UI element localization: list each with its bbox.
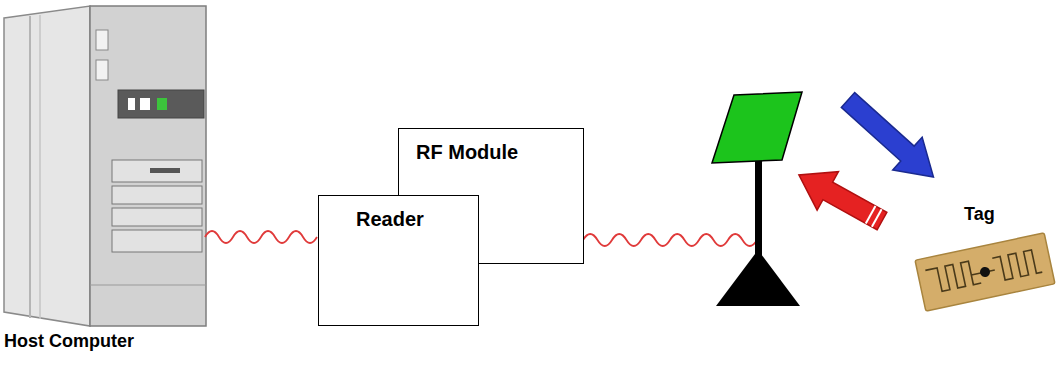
box-title: RF Module xyxy=(416,141,583,164)
wire xyxy=(583,234,757,246)
part-label: Tag xyxy=(964,204,995,225)
part-label: Host Computer xyxy=(4,331,134,352)
part-name: Host Computer xyxy=(4,331,134,352)
rfid-tag xyxy=(915,233,1055,311)
antenna xyxy=(712,92,802,306)
module-box: Reader xyxy=(318,195,479,326)
part-name: Tag xyxy=(964,204,995,225)
box-title: Reader xyxy=(356,208,478,231)
wire xyxy=(205,231,317,243)
computer-tower xyxy=(4,6,206,326)
signal-arrow xyxy=(833,84,948,194)
signal-arrow xyxy=(788,156,892,241)
